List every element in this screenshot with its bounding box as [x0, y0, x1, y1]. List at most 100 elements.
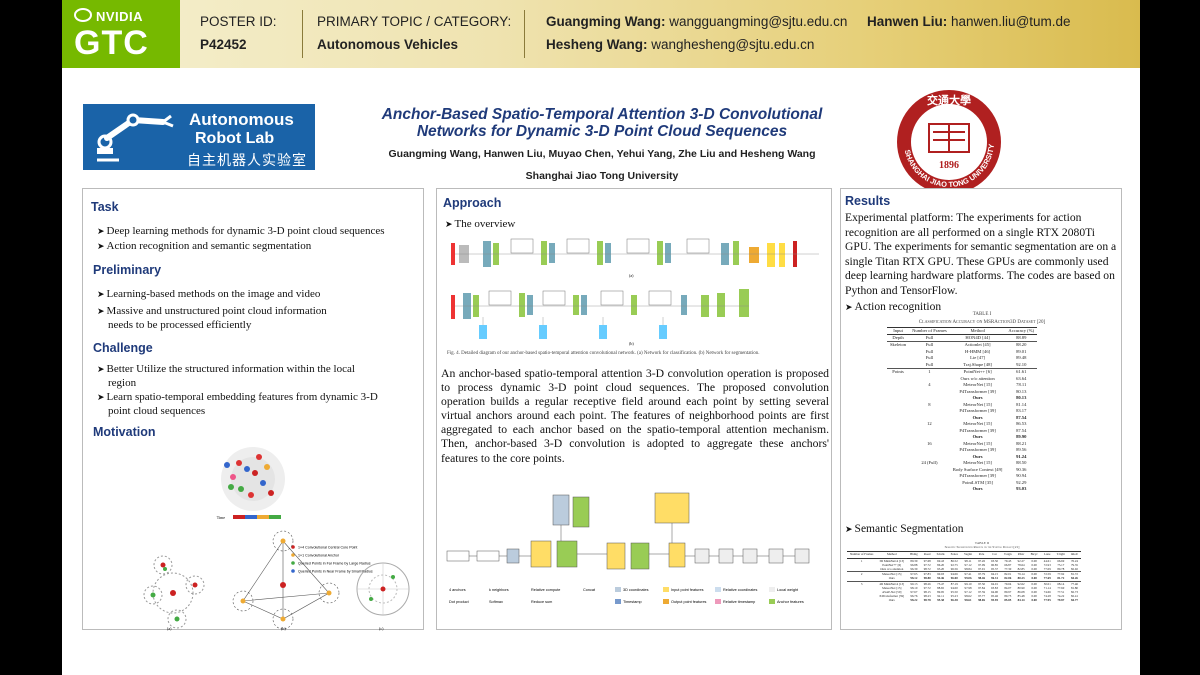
subfigure-c-label: (c)	[379, 626, 384, 631]
table-header-cell: Bldng	[907, 551, 921, 559]
contact-hanwen: Hanwen Liu: hanwen.liu@tum.de	[867, 14, 1071, 29]
table-cell: 97.41	[960, 571, 976, 577]
approach-heading: Approach	[443, 196, 502, 210]
table-cell: 77.60	[1057, 585, 1065, 590]
svg-text:Queried Points in Near Frame b: Queried Points in Near Frame by Small Ra…	[298, 570, 373, 574]
table-cell: 98.26	[920, 580, 934, 586]
table-cell: 1	[909, 368, 950, 376]
table-cell: 0.00	[1027, 580, 1041, 586]
table-cell: 74.66	[1043, 590, 1051, 595]
logo-line-2: Robot Lab	[195, 130, 275, 147]
overview-label: The overview	[445, 218, 516, 231]
table-cell: 98.10	[910, 585, 918, 590]
contact-email[interactable]: wanghesheng@sjtu.edu.cn	[651, 37, 815, 52]
table-cell: 97.67	[910, 590, 918, 595]
table-cell: 89.90	[1016, 434, 1027, 440]
subfigure-a: (a)	[143, 555, 205, 631]
motivation-legend: 1×4 Convolutional Central Core Point 1×1…	[291, 545, 373, 574]
seal-year: 1896	[939, 160, 959, 171]
university-seal-icon: SHANGHAI JIAO TONG UNIVERSITY 交通大學 1896	[897, 90, 1001, 194]
table-cell: 79.45	[1004, 558, 1012, 563]
table-cell: 98.22	[910, 598, 918, 603]
table-cell: 79.35	[1070, 562, 1078, 567]
table-cell: 92.11	[937, 594, 945, 599]
table-cell: 72.59	[1040, 571, 1054, 577]
table-cell: P4Transformer [39]	[959, 388, 996, 394]
table-header-cell: Sdwlk	[933, 551, 948, 559]
table-cell: Traj.Shape [48]	[963, 361, 992, 367]
subfigure-b-label: (b)	[281, 626, 286, 631]
table-cell: 97.84	[978, 585, 986, 590]
table-row: PointLSTM [35]92.29	[887, 480, 1037, 487]
table-cell: 97.26	[978, 558, 986, 563]
table-cell: 93.03	[1016, 486, 1027, 492]
segmentation-network: (b)	[451, 289, 749, 346]
table-cell: 96.31	[991, 576, 998, 581]
contact-email[interactable]: hanwen.liu@tum.de	[951, 14, 1071, 29]
table-cell: 88.50	[1016, 460, 1027, 466]
table-cell: 80.75	[1004, 594, 1012, 599]
table-cell: 2	[847, 571, 877, 577]
table-cell: 77.51	[1057, 590, 1065, 595]
subfigure-c: (c)	[356, 562, 410, 631]
table-cell: 88.65	[937, 585, 945, 590]
table-cell: P4Transformer [39]	[959, 473, 996, 479]
table-cell: 92.10	[1016, 361, 1027, 367]
table-cell: MeteorNet [15]	[876, 571, 908, 577]
table-row: P4Transformer [39]87.54	[887, 428, 1037, 435]
table-cell: 44.61	[1043, 558, 1051, 563]
table-cell: P4Transformer [39]	[959, 447, 996, 453]
affiliation: Shanghai Jiao Tong University	[525, 170, 679, 182]
motivation-figure: Time 1×4 Convolutional Central Core Poin…	[143, 447, 410, 631]
table-cell: Full	[909, 341, 950, 349]
platform-paragraph: Experimental platform: The experiments f…	[845, 211, 1117, 297]
table-cell: 82.73	[1070, 590, 1078, 595]
svg-text:Softmax: Softmax	[489, 600, 503, 604]
table-cell: 82.01	[1001, 571, 1015, 577]
table-cell: 98.80	[923, 576, 931, 581]
table-cell: PointNet++ [6]	[882, 562, 902, 567]
contact-email[interactable]: wangguangming@sjtu.edu.cn	[669, 14, 848, 29]
table-cell: 90.03	[933, 571, 948, 577]
table1-caption: Classification Accuracy on MSRAction3D D…	[918, 320, 1046, 325]
poster-header	[62, 0, 1140, 68]
poster-id: P42452	[200, 37, 247, 52]
lab-logo: Autonomous Robot Lab 自主机器人实验室	[83, 104, 315, 170]
svg-text:Local weight: Local weight	[777, 588, 799, 592]
table-row: P4Transformer [39]90.94	[887, 473, 1037, 480]
svg-text:k neighbors: k neighbors	[489, 588, 509, 592]
time-label: Time	[217, 515, 226, 520]
table-cell: 94.00	[950, 585, 958, 590]
gtc-wordmark: GTC	[74, 24, 149, 62]
contact-hesheng: Hesheng Wang: wanghesheng@sjtu.edu.cn	[546, 37, 815, 52]
table-cell: Depth	[892, 334, 904, 340]
table-cell: 84.26	[1070, 576, 1078, 581]
table-header-cell: Input	[887, 327, 910, 335]
table-cell: 97.72	[923, 585, 931, 590]
table-header-cell: Method	[949, 327, 1006, 335]
table-cell: 80.13	[1016, 388, 1027, 394]
table-cell: 87.54	[1016, 414, 1027, 420]
table-cell: 95.46	[991, 594, 998, 599]
table-cell: 88.89	[1016, 334, 1027, 340]
table-cell: 97.68	[923, 558, 931, 563]
table-cell: 82.85	[1017, 567, 1025, 571]
table-cell: Full	[925, 334, 934, 340]
table-cell: 96.38	[950, 598, 958, 603]
table-cell: P4Transformer [39]	[959, 408, 996, 414]
table-header-cell: T.sign	[1001, 551, 1015, 559]
table-cell: 73.47	[933, 580, 948, 586]
table-cell: 80.78	[1057, 567, 1065, 571]
time-bar: Time	[217, 515, 281, 520]
table-cell: P4Transformer [39]	[879, 594, 905, 599]
table-header-cell: Number of Frames	[909, 327, 950, 335]
results-panel: Results Experimental platform: The exper…	[840, 188, 1122, 630]
table-cell: 95.37	[991, 567, 998, 571]
table-cell: 0.00	[1031, 598, 1037, 603]
table-cell: 91.24	[1016, 453, 1027, 459]
